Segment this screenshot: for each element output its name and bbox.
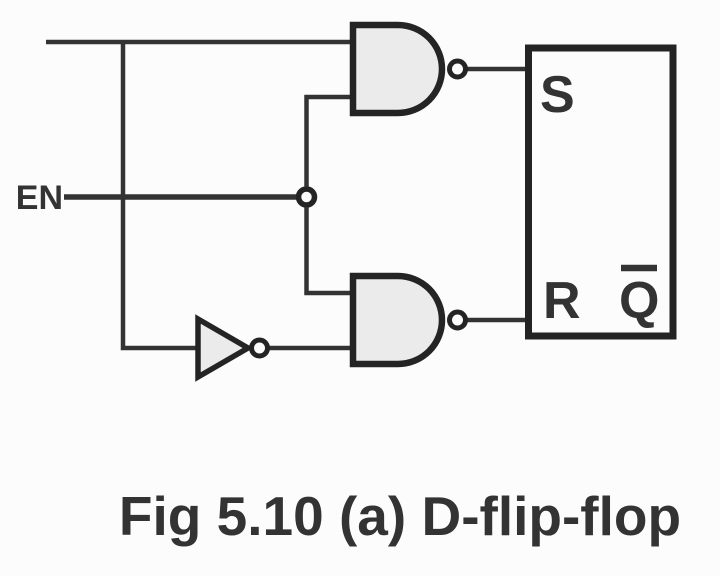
set-pin-label: S	[540, 66, 575, 124]
data-branch-to-inverter-wire	[120, 42, 198, 351]
nand-gate-bottom-body	[349, 272, 446, 368]
not-gate-icon	[195, 314, 270, 382]
not-gate-triangle	[195, 314, 254, 382]
enable-node-circle	[295, 186, 318, 208]
nand-gate-top-bubble	[447, 58, 468, 80]
not-gate-bubble	[249, 337, 270, 359]
enable-label: EN	[16, 179, 63, 217]
nand-gate-top-body	[349, 21, 446, 117]
sr-latch-box	[525, 44, 677, 340]
reset-pin-label: R	[543, 272, 581, 330]
enable-to-top-nand-wire	[304, 94, 353, 187]
enable-to-bottom-nand-wire	[304, 207, 353, 296]
nand-gate-bottom-bubble	[447, 309, 468, 331]
nand-gate-bottom-icon	[349, 272, 468, 368]
q-complement-pin-label: Q	[619, 272, 659, 330]
figure-caption: Fig 5.10 (a) D-flip-flop	[119, 485, 681, 547]
nand-gate-top-icon	[349, 21, 468, 117]
